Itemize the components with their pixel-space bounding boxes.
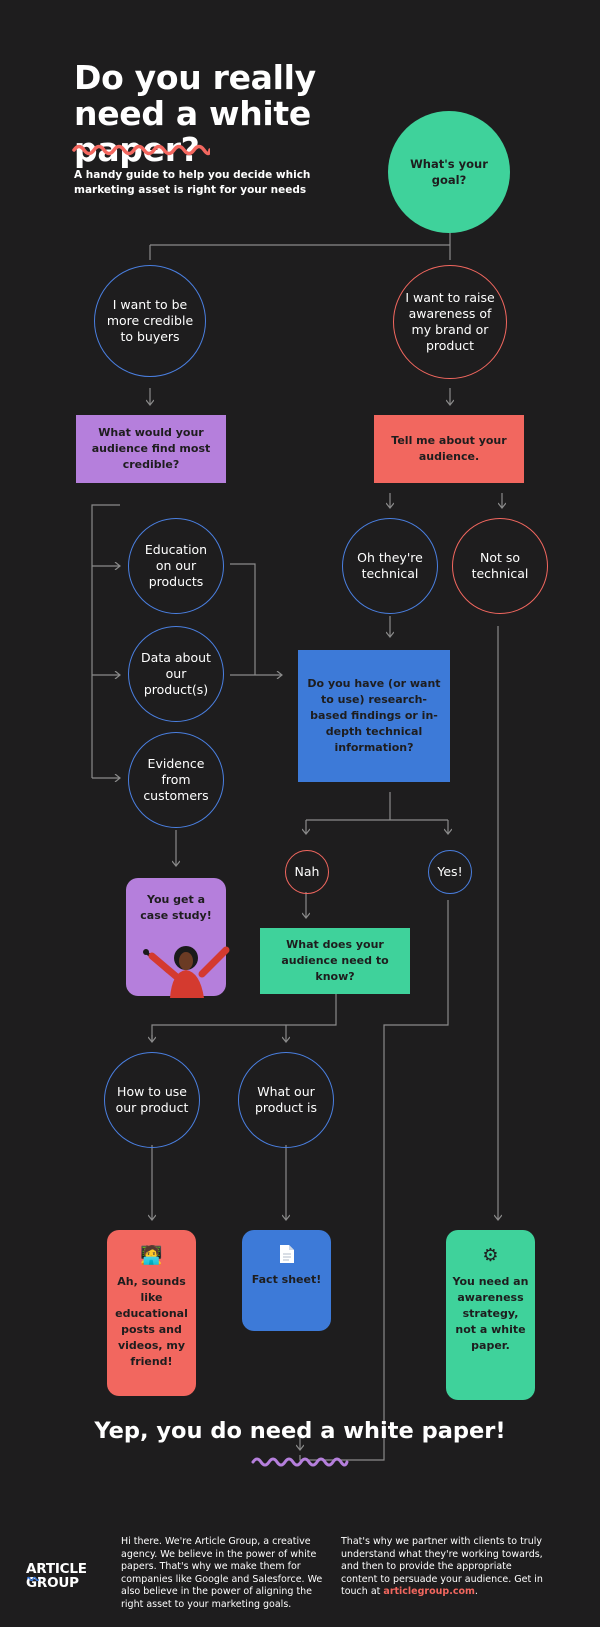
conclusion-headline: Yep, you do need a white paper! <box>94 1418 506 1444</box>
awareness-node: I want to raise awareness of my brand or… <box>393 265 507 379</box>
goal-node: What's your goal? <box>388 111 510 233</box>
education-node: Education on our products <box>128 518 224 614</box>
footer-contact-body: That's why we partner with clients to tr… <box>341 1536 543 1597</box>
footer-contact-end: . <box>474 1586 478 1597</box>
what-product-node: What our product is <box>238 1052 334 1148</box>
how-to-use-node: How to use our product <box>104 1052 200 1148</box>
fact-sheet-label: Fact sheet! <box>251 1273 322 1286</box>
page-title: Do you really need a white paper? <box>74 58 316 169</box>
person-at-laptop-icon: 🧑‍💻 <box>140 1245 163 1266</box>
page-subtitle: A handy guide to help you decide which m… <box>74 169 311 196</box>
yes-node: Yes! <box>428 850 472 894</box>
footer-about-text: Hi there. We're Article Group, a creativ… <box>121 1536 323 1610</box>
squiggle-decoration-footer <box>251 1457 349 1467</box>
awareness-strategy-card: ⚙ You need an awareness strategy, not a … <box>446 1230 535 1400</box>
research-question-box: Do you have (or want to use) research-ba… <box>298 650 450 782</box>
awareness-strategy-label: You need an awareness strategy, not a wh… <box>452 1275 529 1352</box>
case-study-label: You get a case study! <box>140 893 212 922</box>
evidence-node: Evidence from customers <box>128 732 224 828</box>
nah-node: Nah <box>285 850 329 894</box>
credible-node: I want to be more credible to buyers <box>94 265 206 377</box>
educational-card: 🧑‍💻 Ah, sounds like educational posts an… <box>107 1230 196 1396</box>
credible-question-box: What would your audience find most credi… <box>76 415 226 483</box>
footer-contact-text: That's why we partner with clients to tr… <box>341 1536 551 1599</box>
audience-question-box: Tell me about your audience. <box>374 415 524 483</box>
celebrating-woman-image <box>143 946 230 998</box>
technical-node: Oh they're technical <box>342 518 438 614</box>
data-node: Data about our product(s) <box>128 626 224 722</box>
logo-line-2: GROUP <box>26 1575 79 1591</box>
educational-label: Ah, sounds like educational posts and vi… <box>115 1275 188 1368</box>
squiggle-decoration <box>72 144 210 156</box>
article-group-logo: ARTICLE GROUP <box>26 1562 87 1590</box>
logo-squiggle <box>27 1576 39 1581</box>
gear-icon: ⚙ <box>482 1245 499 1266</box>
document-icon <box>279 1245 294 1263</box>
logo-line-1: ARTICLE <box>26 1561 87 1577</box>
not-technical-node: Not so technical <box>452 518 548 614</box>
articlegroup-link[interactable]: articlegroup.com <box>383 1586 475 1597</box>
know-question-box: What does your audience need to know? <box>260 928 410 994</box>
fact-sheet-card: Fact sheet! <box>242 1230 331 1331</box>
